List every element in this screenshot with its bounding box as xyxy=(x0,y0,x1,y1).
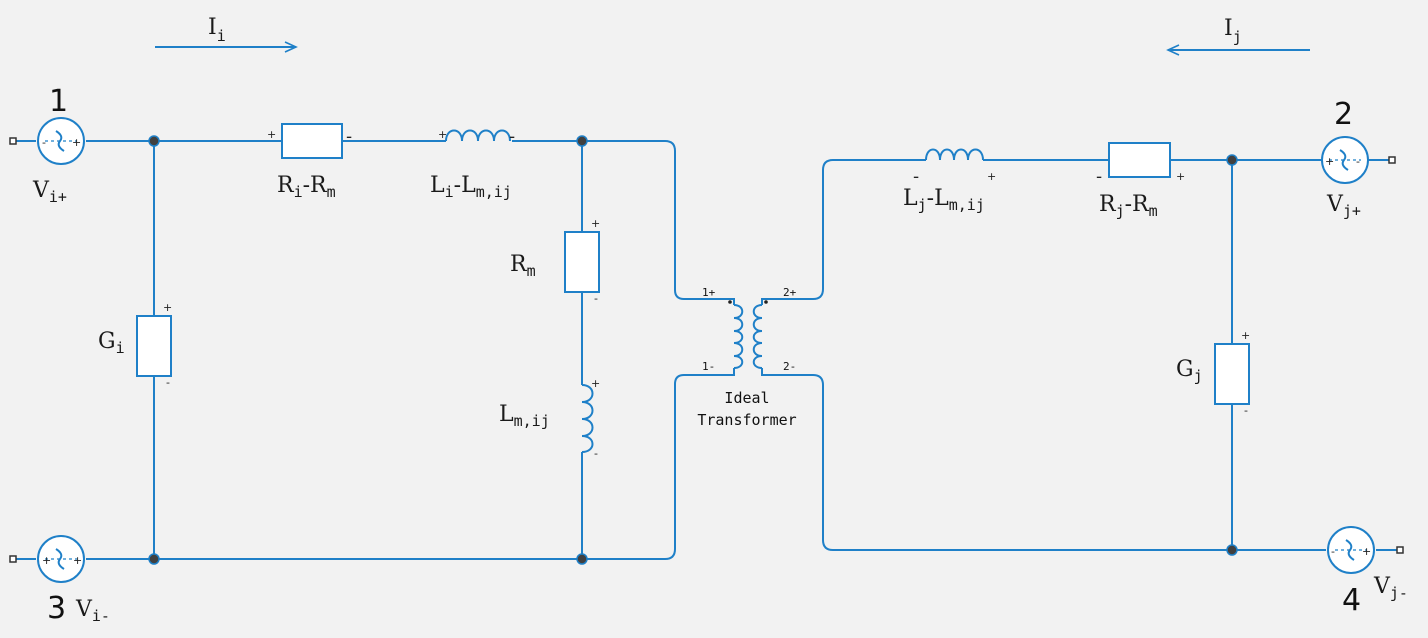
resistor-icon[interactable] xyxy=(564,231,600,293)
terminal-port-3[interactable] xyxy=(9,555,17,563)
wire-from-secondary-bottom xyxy=(761,368,1326,551)
transformer-primary-coil-icon[interactable] xyxy=(733,304,744,369)
port-2-number: 2 xyxy=(1334,97,1353,132)
junction-node xyxy=(576,553,588,565)
svg-text:-: - xyxy=(1331,545,1335,558)
conductance-right-label: Gj xyxy=(1176,357,1203,385)
port-4-number: 4 xyxy=(1342,583,1361,618)
port-4-voltage-label: Vj- xyxy=(1373,574,1408,602)
inductor-left: + - Li-Lm,ij xyxy=(430,127,515,201)
svg-text:+: + xyxy=(1241,329,1250,342)
junction-nodes xyxy=(148,135,1238,565)
resistor-icon[interactable] xyxy=(1108,142,1171,178)
transformer-pin-1-plus: 1+ xyxy=(702,286,716,299)
junction-node xyxy=(1226,154,1238,166)
resistor-magnetizing: + - Rm xyxy=(510,217,600,305)
current-arrow-left: Ii xyxy=(155,15,298,53)
svg-text:+: + xyxy=(438,128,447,141)
wires xyxy=(15,140,1398,560)
transformer-label-line1: Ideal xyxy=(724,389,769,407)
svg-text:+: + xyxy=(72,136,81,149)
svg-text:-: - xyxy=(509,127,515,147)
svg-text:-: - xyxy=(1356,155,1360,168)
resistor-left-label: Ri-Rm xyxy=(277,173,336,201)
conductance-left: + - Gi xyxy=(98,301,172,389)
junction-node xyxy=(148,553,160,565)
resistor-icon[interactable] xyxy=(281,123,343,159)
svg-text:+: + xyxy=(163,301,172,314)
current-left-label: Ii xyxy=(208,15,226,45)
port-1-number: 1 xyxy=(49,84,68,119)
port-2-voltage-label: Vj+ xyxy=(1326,192,1361,220)
conductance-right: + - Gj xyxy=(1176,329,1250,417)
svg-text:+: + xyxy=(1362,545,1371,558)
transformer-secondary-coil-icon[interactable] xyxy=(752,304,763,369)
current-arrow-right: Ij xyxy=(1166,16,1310,56)
svg-text:-: - xyxy=(346,127,352,147)
svg-text:-: - xyxy=(594,447,598,460)
wire-to-primary-bottom xyxy=(582,368,735,560)
terminal-port-4[interactable] xyxy=(1396,546,1404,554)
junction-node xyxy=(148,135,160,147)
current-right-label: Ij xyxy=(1224,16,1242,46)
port-1: - + 1 Vi+ xyxy=(9,84,85,206)
transformer-pin-1-minus: 1- xyxy=(702,360,715,373)
wire-from-secondary-top xyxy=(761,159,926,305)
resistor-icon[interactable] xyxy=(1214,343,1250,405)
svg-text:+: + xyxy=(267,128,276,141)
svg-text:-: - xyxy=(1244,404,1248,417)
svg-text:+: + xyxy=(42,554,51,567)
port-3: + + 3 Vi- xyxy=(9,535,110,626)
svg-text:-: - xyxy=(1096,167,1102,187)
transformer-pin-2-minus: 2- xyxy=(783,360,796,373)
inductor-icon[interactable] xyxy=(581,384,594,453)
inductor-icon[interactable] xyxy=(925,148,984,161)
port-4: - + 4 Vj- xyxy=(1327,526,1408,618)
conductance-left-label: Gi xyxy=(98,329,125,357)
port-3-number: 3 xyxy=(47,591,66,626)
resistor-right-label: Rj-Rm xyxy=(1099,192,1158,220)
ideal-transformer: 1+ 1- 2+ 2- Ideal Transformer xyxy=(697,286,796,429)
wire-to-primary-top xyxy=(582,140,735,305)
svg-text:+: + xyxy=(1325,155,1334,168)
transformer-pin-2-plus: 2+ xyxy=(783,286,797,299)
svg-text:+: + xyxy=(987,170,996,183)
svg-text:-: - xyxy=(42,136,46,149)
resistor-right: - + Rj-Rm xyxy=(1096,142,1185,220)
inductor-right-label: Lj-Lm,ij xyxy=(903,186,985,214)
resistor-magnetizing-label: Rm xyxy=(510,252,536,280)
port-1-voltage-label: Vi+ xyxy=(32,178,67,206)
terminal-port-1[interactable] xyxy=(9,137,17,145)
inductor-left-label: Li-Lm,ij xyxy=(430,173,512,201)
inductor-icon[interactable] xyxy=(445,129,511,142)
junction-node xyxy=(1226,544,1238,556)
svg-text:-: - xyxy=(913,167,919,187)
transformer-label-line2: Transformer xyxy=(697,411,796,429)
inductor-magnetizing-label: Lm,ij xyxy=(499,402,550,430)
svg-text:+: + xyxy=(591,217,600,230)
port-3-voltage-label: Vi- xyxy=(75,597,110,625)
port-2: + - 2 Vj+ xyxy=(1321,97,1396,220)
svg-text:+: + xyxy=(1176,170,1185,183)
inductor-right: - + Lj-Lm,ij xyxy=(903,148,996,214)
terminal-port-2[interactable] xyxy=(1388,156,1396,164)
junction-node xyxy=(576,135,588,147)
svg-text:+: + xyxy=(591,377,600,390)
resistor-icon[interactable] xyxy=(136,315,172,377)
svg-text:-: - xyxy=(594,292,598,305)
svg-text:+: + xyxy=(73,554,82,567)
resistor-left: + - Ri-Rm xyxy=(267,123,352,201)
svg-text:-: - xyxy=(166,376,170,389)
inductor-magnetizing: + - Lm,ij xyxy=(499,377,600,460)
